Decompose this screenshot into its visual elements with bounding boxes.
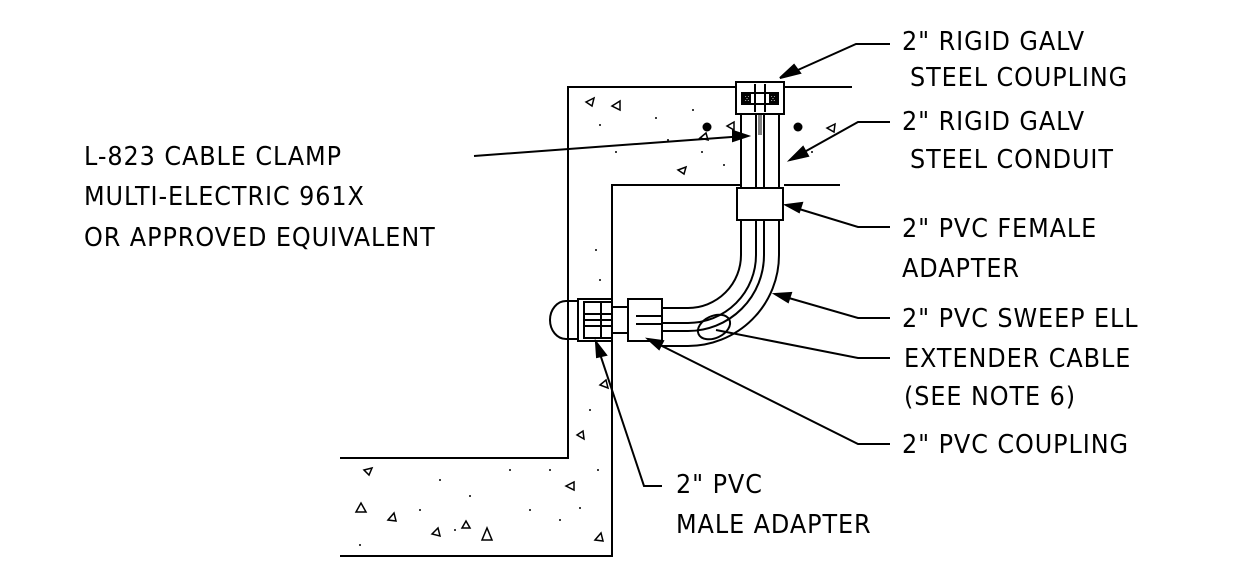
label-rigid-galv-coupling-1: 2" RIGID GALV bbox=[902, 27, 1086, 57]
concrete-dots bbox=[359, 109, 813, 546]
label-extender-cable-1: EXTENDER CABLE bbox=[904, 344, 1132, 374]
pvc-coupling-shape bbox=[627, 298, 663, 342]
label-rigid-galv-coupling-2: STEEL COUPLING bbox=[910, 63, 1129, 93]
cable-lugs bbox=[702, 122, 803, 132]
concrete-section bbox=[340, 86, 852, 557]
sweep-ell-shape bbox=[662, 220, 780, 347]
label-cable-clamp-1: L-823 CABLE CLAMP bbox=[84, 142, 342, 172]
leader-lines bbox=[473, 43, 890, 487]
label-pvc-sweep-ell: 2" PVC SWEEP ELL bbox=[902, 304, 1139, 334]
label-extender-cable-2: (SEE NOTE 6) bbox=[904, 382, 1076, 412]
steel-coupling-shape bbox=[735, 81, 785, 115]
label-cable-clamp-3: OR APPROVED EQUIVALENT bbox=[84, 223, 436, 253]
label-rigid-galv-conduit-2: STEEL CONDUIT bbox=[910, 145, 1114, 175]
label-cable-clamp-2: MULTI-ELECTRIC 961X bbox=[84, 182, 365, 212]
female-adapter-shape bbox=[736, 187, 784, 221]
label-pvc-male-adapter-2: MALE ADAPTER bbox=[676, 510, 872, 540]
male-adapter-shape bbox=[577, 298, 613, 342]
label-rigid-galv-conduit-1: 2" RIGID GALV bbox=[902, 107, 1086, 137]
label-pvc-female-adapter-2: ADAPTER bbox=[902, 254, 1020, 284]
steel-conduit-shape bbox=[740, 114, 780, 188]
concrete-aggregate bbox=[354, 96, 836, 542]
end-cap-shape bbox=[549, 300, 578, 340]
pvc-pipe-segment bbox=[612, 306, 628, 334]
label-pvc-male-adapter-1: 2" PVC bbox=[676, 470, 763, 500]
label-pvc-coupling: 2" PVC COUPLING bbox=[902, 430, 1129, 460]
label-pvc-female-adapter-1: 2" PVC FEMALE bbox=[902, 214, 1098, 244]
